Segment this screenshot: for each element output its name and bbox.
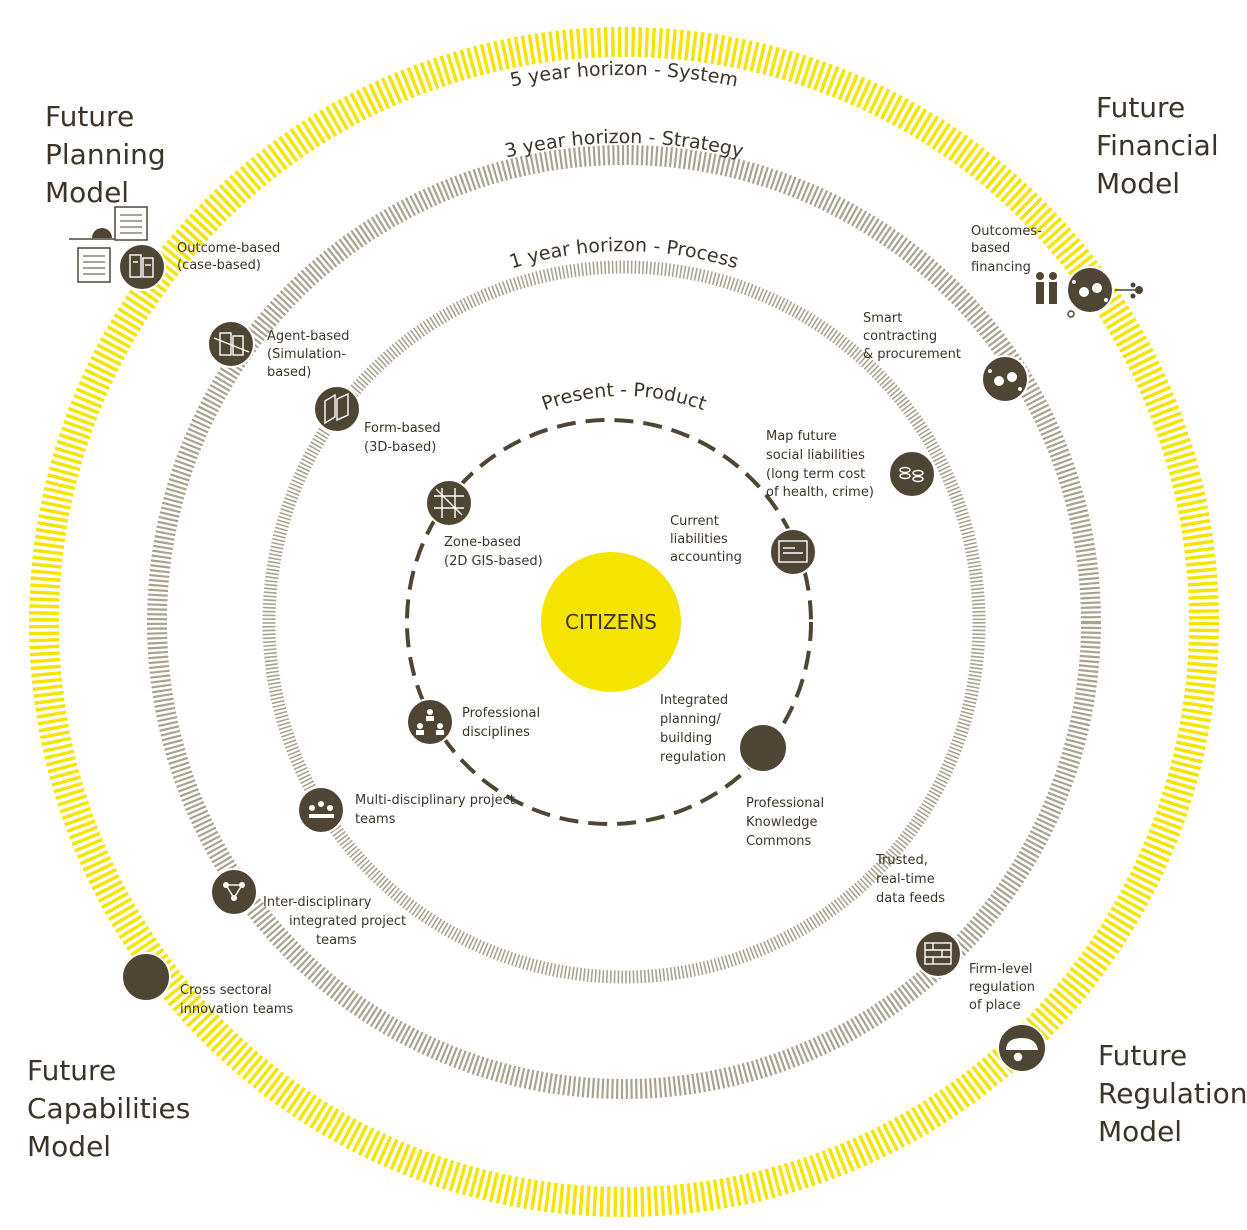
svg-text:Zone-based(2D GIS-based): Zone-based(2D GIS-based) bbox=[444, 535, 543, 569]
svg-text:Agent-based(Simulation-based): Agent-based(Simulation-based) bbox=[267, 329, 349, 380]
future-planning-model-label: Future Planning Model bbox=[45, 100, 166, 209]
brick-wall-icon bbox=[924, 942, 952, 965]
coins-icon bbox=[899, 466, 924, 483]
product-ring bbox=[405, 418, 813, 826]
zone-map-icon bbox=[434, 488, 464, 518]
people-icon bbox=[1036, 272, 1057, 304]
network-coins-icon bbox=[988, 369, 1022, 391]
vehicle-gear-icon bbox=[1006, 1038, 1038, 1063]
future-regulation-model-label: Future Regulation Model bbox=[1098, 1039, 1247, 1148]
system-ring bbox=[29, 27, 1219, 1217]
documents-icon bbox=[69, 206, 148, 283]
product-horizon-title: Present - Product bbox=[539, 379, 709, 415]
strategy-ring bbox=[147, 145, 1101, 1099]
zone-based-node: Zone-based(2D GIS-based) bbox=[425, 479, 543, 569]
outcome-based-node: Outcome-based(case-based) bbox=[69, 206, 280, 291]
svg-text:Outcome-based(case-based): Outcome-based(case-based) bbox=[177, 241, 280, 273]
future-capabilities-model-label: Future Capabilities Model bbox=[27, 1054, 191, 1163]
system-horizon-title: 5 year horizon - System bbox=[508, 58, 740, 92]
citizens-label: CITIZENS bbox=[565, 610, 657, 634]
ledger-icon bbox=[778, 540, 808, 563]
agent-based-node: Agent-based(Simulation-based) bbox=[207, 320, 349, 380]
network-coins-icon bbox=[1072, 280, 1108, 302]
future-financial-model-label: Future Financial Model bbox=[1096, 91, 1219, 200]
svg-text:Form-based(3D-based): Form-based(3D-based) bbox=[364, 421, 441, 455]
process-ring bbox=[262, 260, 986, 984]
3d-building-icon bbox=[324, 392, 349, 425]
people-group-icon bbox=[416, 709, 444, 735]
form-based-node: Form-based(3D-based) bbox=[313, 385, 441, 455]
simulation-building-icon bbox=[213, 332, 250, 356]
building-plan-icon bbox=[129, 254, 154, 278]
team-icon bbox=[309, 801, 334, 818]
team-network-icon bbox=[223, 882, 245, 901]
regulation-model-node bbox=[997, 1023, 1047, 1073]
citizens-circle bbox=[541, 552, 681, 692]
